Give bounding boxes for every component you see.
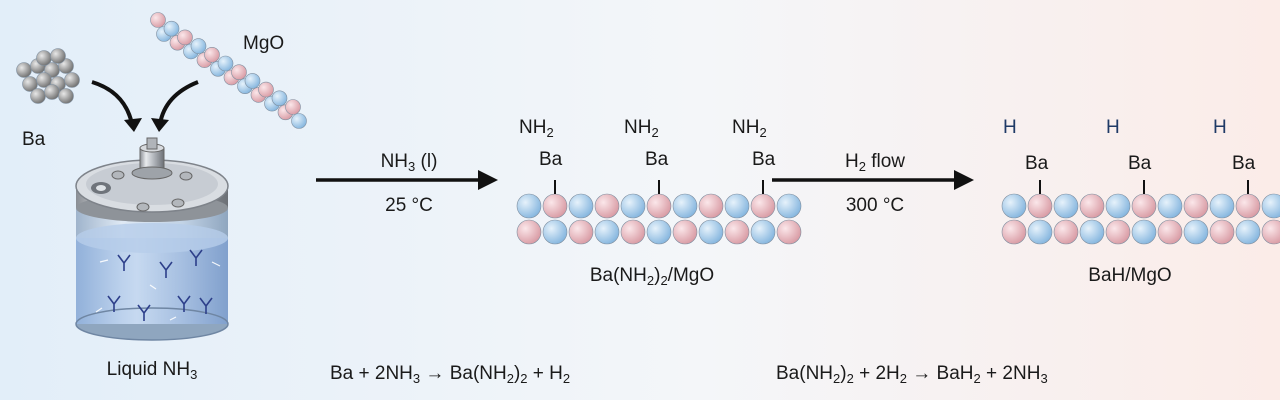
- support-atom: [594, 219, 620, 245]
- support-atom: [1053, 193, 1079, 219]
- ba-atom: [36, 50, 52, 66]
- ba-atom-label: Ba: [645, 149, 669, 170]
- nh2-group: NH2: [732, 117, 767, 140]
- support-atom: [1157, 193, 1183, 219]
- step1-reagent: NH3 (l): [380, 151, 438, 174]
- reactor-vessel: [75, 137, 229, 341]
- support-atom: [776, 193, 802, 219]
- mgo-label: MgO: [243, 33, 285, 54]
- nh2-group: NH2: [624, 117, 659, 140]
- support-atom: [646, 219, 672, 245]
- support-atom: [1131, 219, 1157, 245]
- ba-atom: [64, 72, 80, 88]
- support-atom: [1027, 219, 1053, 245]
- ba-atom-label: Ba: [539, 149, 563, 170]
- mgo-atom: [163, 20, 180, 37]
- support-atom: [776, 219, 802, 245]
- mgo-atom: [291, 113, 307, 129]
- nh2-group: NH2: [519, 117, 554, 140]
- mgo-chain: [150, 12, 307, 129]
- support-atom: [672, 193, 698, 219]
- support-atom: [516, 193, 542, 219]
- support-atom: [1183, 193, 1209, 219]
- product1-label: Ba(NH2)2/MgO: [589, 265, 715, 288]
- step1-temperature: 25 °C: [385, 195, 433, 216]
- ba-atom-label: Ba: [752, 149, 776, 170]
- mgo-atom: [177, 29, 193, 46]
- support-atom: [1079, 193, 1105, 219]
- ba-bonds-1: [554, 180, 764, 194]
- ba-atom: [44, 84, 60, 100]
- ba-atom: [30, 88, 46, 104]
- support-atom: [750, 193, 776, 219]
- support-atom: [1209, 193, 1235, 219]
- mgo-atom: [150, 12, 166, 28]
- liquid-nh3-label: Liquid NH3: [106, 359, 198, 382]
- mgo-atom: [190, 38, 207, 54]
- support-atom: [1261, 219, 1280, 245]
- product2-label: BaH/MgO: [1088, 265, 1172, 286]
- support-atom: [1235, 193, 1261, 219]
- ba-atom-label: Ba: [1025, 153, 1049, 174]
- support-atom: [750, 219, 776, 245]
- mgo-atom: [271, 90, 288, 107]
- step2-reagent: H2 flow: [844, 151, 906, 174]
- ba-atom-cluster: [16, 48, 80, 104]
- ba-label: Ba: [22, 129, 46, 150]
- support-atom: [620, 219, 646, 245]
- support-atom: [542, 193, 568, 219]
- support-atom: [594, 193, 620, 219]
- mgo-atom: [217, 55, 234, 72]
- support-atom: [1001, 193, 1027, 219]
- support-atom: [568, 193, 594, 219]
- ba-atom-label: Ba: [1232, 153, 1256, 174]
- mgo-atom: [204, 46, 220, 63]
- ba-atom-label: Ba: [1128, 153, 1152, 174]
- ba-atom: [16, 62, 32, 78]
- hydrogen-atom-label: H: [1213, 117, 1227, 138]
- support-atom: [1079, 219, 1105, 245]
- mgo-atom: [285, 99, 301, 115]
- mgo-support-1: [516, 193, 802, 245]
- ba-bonds-2: [1039, 180, 1249, 194]
- support-atom: [1157, 219, 1183, 245]
- support-atom: [1105, 219, 1131, 245]
- mgo-support-2: [1001, 193, 1280, 245]
- support-atom: [1053, 219, 1079, 245]
- support-atom: [568, 219, 594, 245]
- ba-atom: [50, 48, 66, 64]
- support-atom: [1131, 193, 1157, 219]
- equation-2: Ba(NH2)2 + 2H2 → BaH2 + 2NH3: [776, 363, 1048, 386]
- support-atom: [1105, 193, 1131, 219]
- step2-temperature: 300 °C: [845, 195, 905, 216]
- support-atom: [542, 219, 568, 245]
- support-atom: [646, 193, 672, 219]
- support-atom: [1027, 193, 1053, 219]
- support-atom: [724, 219, 750, 245]
- support-atom: [672, 219, 698, 245]
- hydrogen-atom-label: H: [1003, 117, 1017, 138]
- mgo-atom: [231, 64, 247, 80]
- support-atom: [620, 193, 646, 219]
- ba-to-reactor-arrow: [91, 80, 134, 125]
- support-atom: [698, 219, 724, 245]
- hydrogen-atom-label: H: [1106, 117, 1120, 138]
- support-atom: [1183, 219, 1209, 245]
- mgo-atom: [244, 73, 261, 89]
- support-atom: [724, 193, 750, 219]
- mgo-atom: [258, 81, 274, 98]
- support-atom: [1235, 219, 1261, 245]
- ba-atom: [58, 88, 74, 104]
- support-atom: [698, 193, 724, 219]
- support-atom: [1209, 219, 1235, 245]
- support-atom: [1261, 193, 1280, 219]
- support-atom: [1001, 219, 1027, 245]
- support-atom: [516, 219, 542, 245]
- equation-1: Ba + 2NH3 → Ba(NH2)2 + H2: [330, 363, 571, 386]
